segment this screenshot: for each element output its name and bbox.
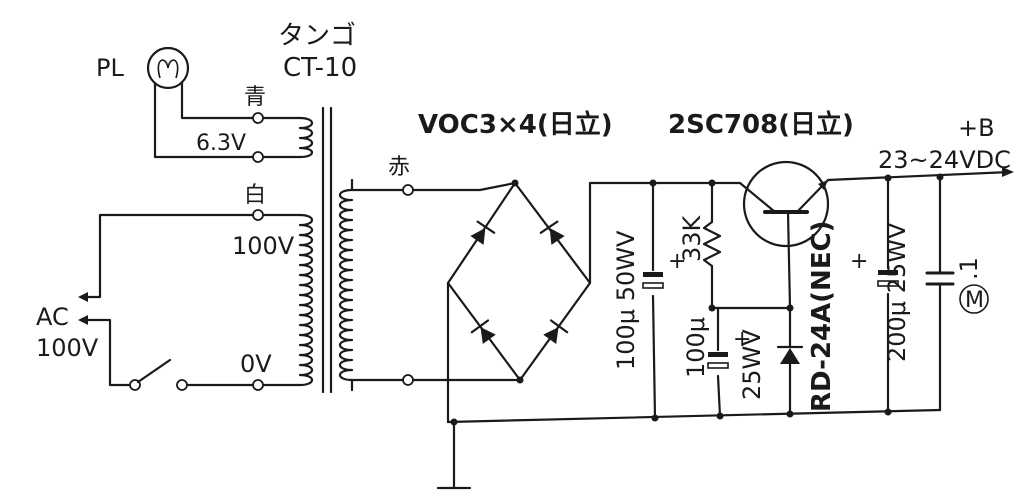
tap-100v-label: 100V — [232, 232, 295, 260]
c1-label: 100μ 50WV — [612, 230, 640, 370]
lamp-wiring — [153, 80, 260, 159]
capacitor-c1: + 100μ 50WV — [612, 181, 686, 420]
c4-label: .1 — [955, 257, 983, 280]
c3-label: 200μ 25WV — [883, 222, 911, 362]
diode-bottom-right — [543, 319, 569, 344]
white-wire-label: 白 — [244, 183, 266, 208]
c3-plus: + — [850, 249, 868, 274]
output-polarity-label: +B — [958, 114, 995, 142]
motor-symbol: M — [959, 284, 989, 314]
transformer-maker-label: タンゴ — [278, 21, 356, 51]
pilot-lamp-label: PL — [96, 54, 124, 82]
c2-label-b: 25WV — [738, 329, 766, 400]
high-voltage-secondary: 赤 — [338, 155, 522, 392]
terminal-secondary-a — [402, 184, 414, 196]
rectifier-label: VOC3×4(日立) — [418, 109, 613, 140]
terminal-primary-100v — [252, 209, 264, 221]
transistor-label: 2SC708(日立) — [668, 109, 854, 140]
c1-plus: + — [668, 249, 686, 274]
ac-voltage-label: 100V — [36, 334, 99, 362]
diode-bottom-left — [470, 319, 496, 344]
zener-diode: RD-24A(NEC) — [776, 220, 837, 416]
capacitor-c4: .1 — [925, 175, 983, 412]
c2-label-a: 100μ — [682, 317, 710, 378]
motor-label: M — [965, 288, 984, 313]
lamp-voltage-label: 6.3V — [196, 131, 246, 156]
ground-rail — [436, 281, 942, 490]
bridge-rectifier: VOC3×4(日立) — [418, 109, 613, 384]
ac-label: AC — [36, 303, 69, 331]
switch-terminal-b — [176, 379, 188, 391]
terminal-secondary-b — [402, 374, 414, 386]
positive-rail: +B 23~24VDC — [588, 114, 1014, 285]
tap-0v-label: 0V — [240, 350, 272, 378]
low-voltage-secondary: 青 6.3V — [196, 85, 314, 163]
terminal-63v-a — [252, 112, 264, 124]
transformer-core — [321, 106, 333, 394]
transformer-model-label: CT-10 — [283, 53, 357, 83]
capacitor-c2: + 100μ 25WV — [682, 304, 794, 418]
capacitor-c3: + 200μ 25WV — [850, 176, 911, 414]
power-switch — [136, 358, 172, 384]
terminal-63v-b — [252, 151, 264, 163]
zener-label: RD-24A(NEC) — [807, 220, 837, 412]
diode-top-left — [470, 220, 496, 245]
diode-top-right — [539, 220, 565, 245]
c2-plus: + — [733, 327, 751, 352]
transistor-2sc708: 2SC708(日立) — [668, 109, 854, 310]
red-wire-label: 赤 — [388, 155, 410, 180]
terminal-primary-0v — [252, 379, 264, 391]
blue-wire-label: 青 — [244, 85, 266, 110]
resistor-r1: 33K — [678, 181, 722, 310]
output-voltage-label: 23~24VDC — [878, 146, 1011, 174]
primary-winding: 白 100V 0V — [232, 183, 314, 391]
r1-label: 33K — [678, 214, 706, 262]
ac-input: AC 100V — [36, 213, 255, 391]
pilot-lamp: PL — [96, 46, 190, 90]
